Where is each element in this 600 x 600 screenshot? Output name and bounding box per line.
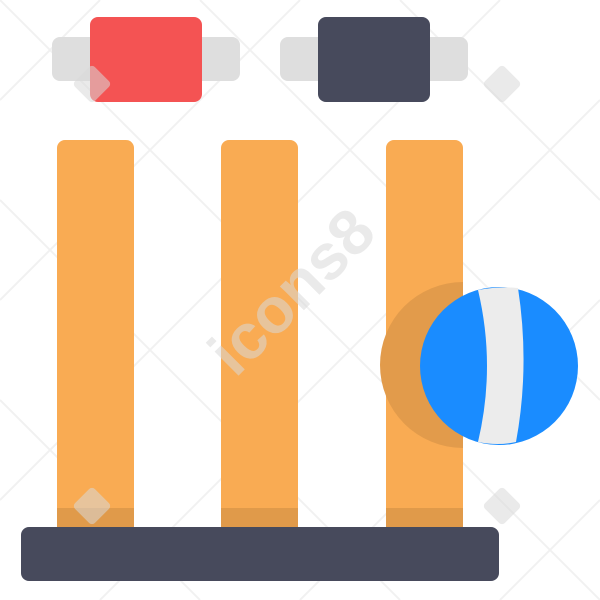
bail-right — [318, 17, 430, 102]
watermark-logo-square — [73, 65, 111, 103]
watermark-logo-square — [483, 65, 521, 103]
watermark-logo-square — [73, 487, 111, 525]
watermark-line — [0, 0, 301, 301]
stump-middle-shade — [221, 508, 298, 528]
ball-seam — [478, 287, 524, 444]
stump-left — [57, 140, 134, 535]
stump-middle — [221, 140, 298, 535]
bail-left — [90, 17, 202, 102]
stump-right-shade — [386, 508, 463, 528]
watermark-line — [0, 0, 101, 101]
wicket-base — [21, 527, 499, 581]
watermark-line — [499, 499, 600, 600]
watermark-logo-square — [483, 487, 521, 525]
watermark-line — [99, 99, 600, 600]
watermark-logo — [73, 65, 521, 525]
